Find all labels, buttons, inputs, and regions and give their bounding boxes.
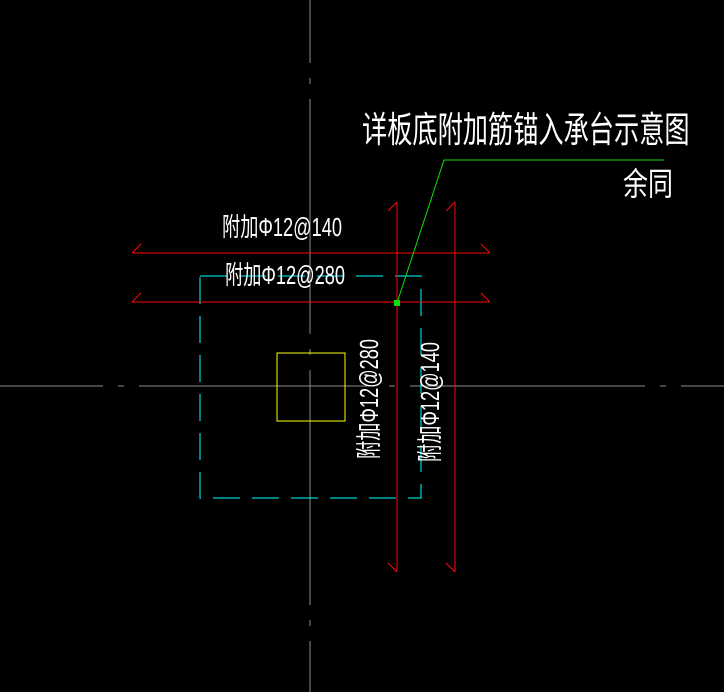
rebar-end-tick (387, 562, 398, 573)
rebar-label-top-horizontal[interactable]: 附加Φ12@140 (222, 212, 343, 242)
column-outline[interactable] (276, 352, 346, 422)
rebar-end-tick (131, 243, 142, 254)
detail-title-text[interactable]: 详板底附加筋锚入承台示意图 (362, 109, 690, 150)
leader-anchor-dot (394, 300, 400, 306)
rebar-label-right-vertical[interactable]: 附加Φ12@140 (415, 341, 445, 462)
leader-line[interactable] (396, 159, 664, 304)
rebar-group[interactable] (131, 201, 491, 573)
rebar-end-tick (480, 292, 491, 303)
rebar-end-tick (480, 243, 491, 254)
rebar-label-middle-horizontal[interactable]: 附加Φ12@280 (225, 260, 346, 290)
rebar-end-tick (445, 201, 456, 212)
rebar-end-tick (131, 292, 142, 303)
rebar-end-tick (387, 201, 398, 212)
pile-cap-outline[interactable] (199, 275, 422, 499)
rebar-end-tick (445, 562, 456, 573)
rest-same-note-text[interactable]: 余同 (623, 166, 673, 202)
rebar-label-left-vertical[interactable]: 附加Φ12@280 (354, 338, 384, 459)
